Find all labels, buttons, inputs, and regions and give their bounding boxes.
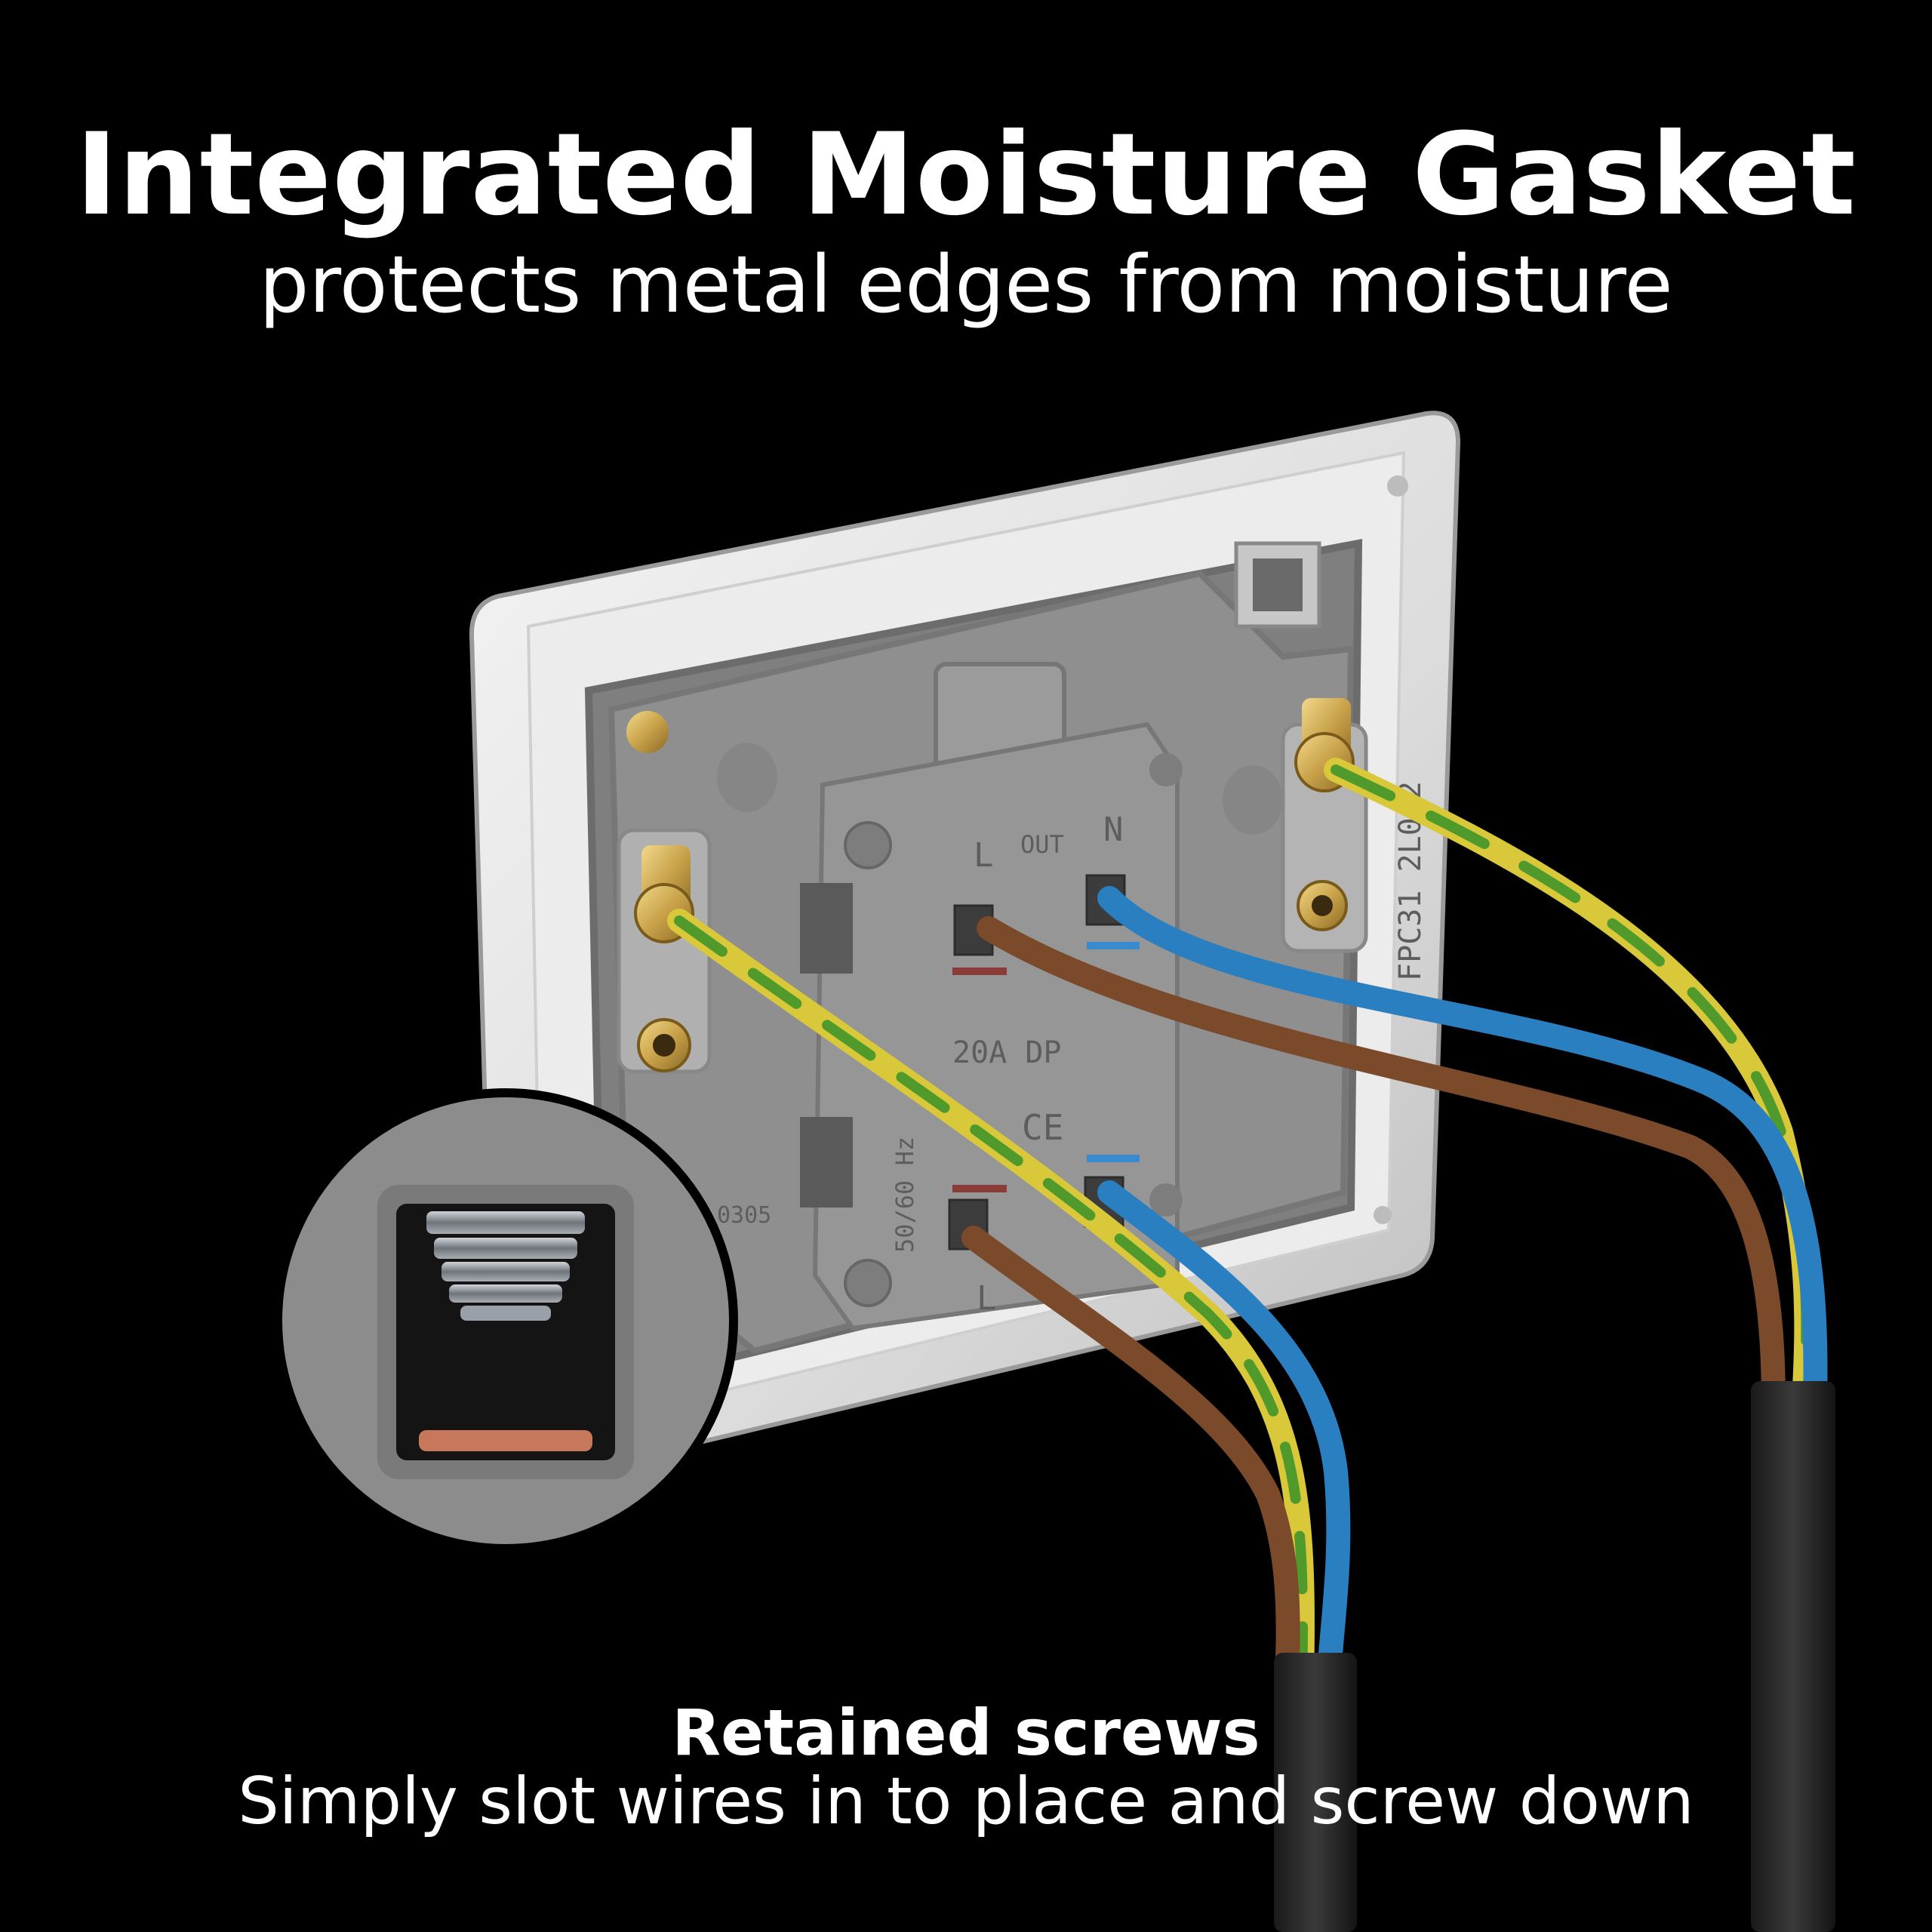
- cable-sheath-right: [1751, 1381, 1835, 1932]
- housing-screw-icon: [1149, 1183, 1183, 1217]
- marking-rating: 20A DP: [952, 1035, 1062, 1070]
- brown-indicator: [952, 1185, 1007, 1192]
- marking-n-top: N: [1103, 811, 1124, 849]
- caption-title: Retained screws: [672, 1696, 1260, 1770]
- marking-ce: CE: [1022, 1107, 1063, 1148]
- earth-clamp-bracket: [1234, 541, 1321, 629]
- brown-indicator: [952, 968, 1007, 975]
- wires-left-bundle: [667, 909, 1351, 1695]
- marking-out: OUT: [1020, 830, 1064, 859]
- copper-contact: [419, 1430, 592, 1451]
- page-subtitle: protects metal edges from moisture: [259, 238, 1673, 331]
- earth-terminal-left: [617, 828, 712, 1074]
- marking-frequency: 50/60 Hz: [891, 1137, 919, 1253]
- blue-indicator: [1087, 942, 1140, 949]
- plate-fixing-hole: [1387, 475, 1408, 497]
- side-clip: [800, 1117, 853, 1208]
- marking-l-top: L: [974, 836, 994, 875]
- cable-sheath-left: [1274, 1653, 1357, 1932]
- housing-screw-icon: [1149, 753, 1183, 786]
- earth-terminal-right: [1281, 698, 1368, 953]
- brass-rivet: [626, 711, 669, 753]
- wires-right-bundle: [977, 758, 1828, 1416]
- marking-l-bottom: L: [977, 1279, 997, 1318]
- blue-indicator: [1087, 1155, 1140, 1162]
- plate-fixing-hole: [1374, 1206, 1392, 1224]
- housing-screw-icon: [844, 1259, 892, 1307]
- housing-screw-icon: [844, 821, 892, 869]
- side-clip: [800, 883, 853, 974]
- marking-part-code: 0305: [717, 1202, 771, 1229]
- caption-text: Simply slot wires in to place and screw …: [238, 1764, 1694, 1839]
- retained-screw-icon: [426, 1211, 585, 1321]
- housing-boss: [717, 743, 777, 812]
- housing-boss: [1223, 765, 1283, 835]
- zoom-inset: [273, 1088, 738, 1553]
- page-title: Integrated Moisture Gasket: [75, 109, 1857, 241]
